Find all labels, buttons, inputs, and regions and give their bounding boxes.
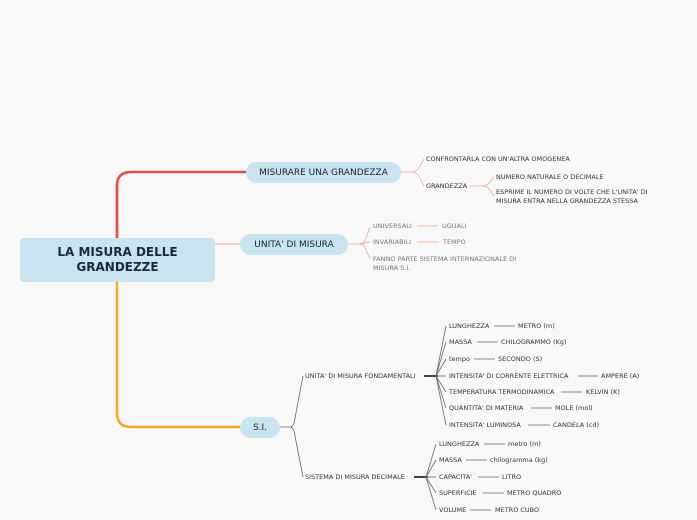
- root-topic-label: LA MISURA DELLE GRANDEZZE: [57, 245, 178, 274]
- unit-litro[interactable]: LITRO: [502, 473, 522, 481]
- unit-mole[interactable]: MOLE (mol): [555, 404, 593, 412]
- quantity-capacita[interactable]: CAPACITA': [439, 473, 472, 481]
- quantity-lunghezza[interactable]: LUNGHEZZA: [439, 440, 480, 448]
- quantity-volume[interactable]: VOLUME: [439, 506, 467, 514]
- subtopic-line: ESPRIME IL NUMERO DI VOLTE CHE L'UNITA' …: [496, 188, 648, 196]
- topic-label: MISURARE UNA GRANDEZZA: [259, 167, 388, 178]
- quantity-temperatura[interactable]: TEMPERATURA TERMODINAMICA: [449, 388, 555, 396]
- subtopic-sistema-decimale[interactable]: SISTEMA DI MISURA DECIMALE: [305, 473, 405, 481]
- unit-chilogramma[interactable]: chilogramma (kg): [490, 456, 548, 464]
- unit-metro-cubo[interactable]: METRO CUBO: [495, 506, 540, 514]
- subtopic-esprime[interactable]: ESPRIME IL NUMERO DI VOLTE CHE L'UNITA' …: [496, 188, 648, 205]
- quantity-superficie[interactable]: SUPERFICIE: [439, 489, 477, 497]
- unit-metro[interactable]: metro (m): [508, 440, 541, 448]
- topic-misurare-grandezza[interactable]: MISURARE UNA GRANDEZZA: [246, 162, 401, 183]
- quantity-massa[interactable]: MASSA: [439, 456, 462, 464]
- unit-chilogrammo[interactable]: CHILOGRAMMO (Kg): [501, 338, 567, 346]
- quantity-corrente[interactable]: INTENSITA' DI CORRENTE ELETTRICA: [449, 372, 569, 380]
- subtopic-confrontarla[interactable]: CONFRONTARLA CON UN'ALTRA OMOGENEA: [426, 155, 570, 163]
- subtopic-numero-naturale[interactable]: NUMERO NATURALE O DECIMALE: [496, 173, 604, 181]
- subtopic-tempo[interactable]: TEMPO: [443, 238, 466, 246]
- quantity-lunghezza[interactable]: LUNGHEZZA: [449, 322, 490, 330]
- unit-metro[interactable]: METRO (m): [518, 322, 555, 330]
- topic-si[interactable]: S.I.: [240, 417, 280, 438]
- quantity-materia[interactable]: QUANTITA' DI MATERIA: [449, 404, 524, 412]
- unit-ampere[interactable]: AMPERE (A): [601, 372, 640, 380]
- quantity-luminosa[interactable]: INTENSITA' LUMINOSA: [449, 421, 521, 429]
- unit-kelvin[interactable]: KELVIN (K): [586, 388, 620, 396]
- subtopic-line: MISURA ENTRA NELLA GRANDEZZA STESSA: [496, 196, 638, 205]
- subtopic-fanno-parte[interactable]: FANNO PARTE SISTEMA INTERNAZIONALE DI MI…: [373, 255, 516, 272]
- subtopic-unita-fondamentali[interactable]: UNITA' DI MISURA FONDAMENTALI: [305, 372, 416, 380]
- subtopic-uguali[interactable]: UGUALI: [442, 222, 467, 230]
- topic-unita-di-misura[interactable]: UNITA' DI MISURA: [240, 234, 348, 255]
- unit-candela[interactable]: CANDELA (cd): [553, 421, 600, 429]
- topic-label: S.I.: [252, 422, 268, 433]
- subtopic-universali[interactable]: UNIVERSALI: [373, 222, 412, 230]
- unit-secondo[interactable]: SECONDO (S): [498, 355, 543, 363]
- subtopic-grandezza[interactable]: GRANDEZZA: [426, 182, 468, 190]
- subtopic-invariabili[interactable]: INVARIABILI: [373, 238, 412, 246]
- quantity-massa[interactable]: MASSA: [449, 338, 472, 346]
- quantity-tempo[interactable]: tempo: [449, 355, 470, 363]
- unit-metro-quadro[interactable]: METRO QUADRO: [507, 489, 562, 497]
- subtopic-line: FANNO PARTE SISTEMA INTERNAZIONALE DI: [373, 255, 517, 263]
- subtopic-line: MISURA S.I.: [373, 263, 411, 272]
- topic-label: UNITA' DI MISURA: [254, 239, 334, 250]
- root-topic[interactable]: LA MISURA DELLE GRANDEZZE: [20, 238, 215, 282]
